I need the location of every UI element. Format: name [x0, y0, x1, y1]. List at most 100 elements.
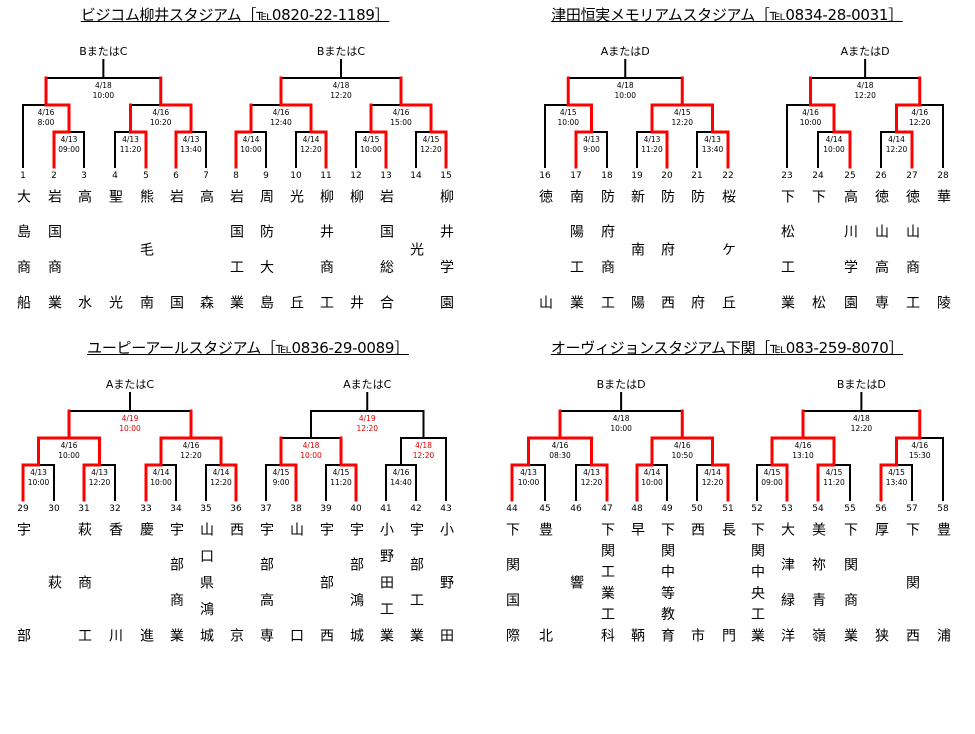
- team-name: 下松工業: [779, 189, 795, 331]
- team-name: 光丘: [288, 189, 304, 401]
- team-name: 西市: [689, 522, 705, 734]
- team-number: 37: [260, 504, 272, 514]
- match-date: 4/18: [415, 441, 432, 450]
- match-time: 10:00: [823, 145, 845, 154]
- match-date: 4/14: [212, 468, 230, 477]
- team-name: 萩: [46, 575, 62, 589]
- bracket-winner-label: AまたはD: [600, 45, 650, 58]
- match-date: 4/14: [825, 135, 843, 144]
- match-time: 12:20: [88, 478, 111, 487]
- match-date: 4/13: [182, 135, 200, 144]
- team-number: 12: [350, 171, 362, 181]
- team-number: 58: [937, 504, 949, 514]
- match-time: 09:00: [761, 478, 783, 487]
- match-time: 13:40: [885, 478, 908, 487]
- match-time: 12:20: [580, 478, 603, 487]
- match-date: 4/15: [825, 468, 843, 477]
- match-date: 4/13: [704, 135, 721, 144]
- stadium-title: ビジコム柳井スタジアム［℡0820-22-1189］: [80, 6, 390, 24]
- stadium-title: 津田恒実メモリアムスタジアム［℡0834-28-0031］: [551, 6, 903, 24]
- team-name: 山口県鴻城: [198, 522, 214, 655]
- match-date: 4/16: [802, 108, 819, 117]
- match-date: 4/18: [612, 414, 630, 423]
- match-time: 10:00: [799, 118, 822, 127]
- match-time: 15:00: [390, 118, 412, 127]
- bracket-winner-label: BまたはD: [836, 378, 886, 391]
- match-date: 4/16: [392, 468, 410, 477]
- match-time: 12:20: [210, 478, 232, 487]
- team-number: 43: [440, 504, 452, 514]
- match-date: 4/15: [422, 135, 440, 144]
- match-time: 10:00: [92, 91, 115, 100]
- match-date: 4/19: [358, 414, 376, 423]
- team-number: 3: [81, 171, 87, 181]
- team-number: 55: [844, 504, 856, 514]
- match-time: 12:20: [300, 145, 322, 154]
- team-name: 豊浦: [935, 522, 951, 734]
- team-number: 28: [937, 171, 949, 181]
- match-time: 14:40: [390, 478, 412, 487]
- match-time: 8:00: [37, 118, 55, 127]
- team-number: 20: [661, 171, 673, 181]
- match-date: 4/15: [763, 468, 781, 477]
- match-time: 10:50: [671, 451, 694, 460]
- match-date: 4/15: [888, 468, 905, 477]
- match-date: 4/16: [182, 441, 200, 450]
- team-number: 47: [601, 504, 613, 514]
- team-name: 防府: [689, 189, 705, 401]
- match-date: 4/13: [583, 468, 600, 477]
- team-number: 8: [233, 171, 239, 181]
- match-time: 10:00: [119, 424, 141, 433]
- match-date: 4/18: [332, 81, 350, 90]
- team-name: 高水: [76, 189, 92, 401]
- team-name: 下松: [810, 189, 826, 401]
- match-time: 13:40: [180, 145, 202, 154]
- match-time: 9:00: [272, 478, 290, 487]
- match-date: 4/16: [794, 441, 812, 450]
- match-date: 4/13: [583, 135, 600, 144]
- team-number: 26: [875, 171, 887, 181]
- match-time: 08:30: [549, 451, 571, 460]
- match-time: 13:10: [792, 451, 814, 460]
- match-time: 12:40: [270, 118, 292, 127]
- team-name: 美祢青嶺: [810, 522, 826, 664]
- match-date: 4/18: [302, 441, 320, 450]
- team-number: 57: [906, 504, 918, 514]
- team-name: 宇部商業: [168, 522, 184, 664]
- team-number: 15: [440, 171, 452, 181]
- team-number: 16: [539, 171, 551, 181]
- match-date: 4/14: [704, 468, 721, 477]
- match-date: 4/15: [673, 108, 691, 117]
- match-time: 10:00: [27, 478, 50, 487]
- team-number: 7: [203, 171, 209, 181]
- team-number: 24: [812, 171, 824, 181]
- team-number: 6: [173, 171, 179, 181]
- team-name: 小野田: [438, 522, 454, 681]
- match-date: 4/14: [302, 135, 320, 144]
- team-number: 34: [170, 504, 182, 514]
- match-time: 12:20: [356, 424, 379, 433]
- team-name: 桜ケ丘: [720, 189, 736, 348]
- match-time: 10:00: [610, 424, 632, 433]
- team-number: 4: [112, 171, 118, 181]
- match-time: 12:20: [850, 424, 873, 433]
- match-date: 4/14: [152, 468, 170, 477]
- bracket-lines: [21, 59, 944, 502]
